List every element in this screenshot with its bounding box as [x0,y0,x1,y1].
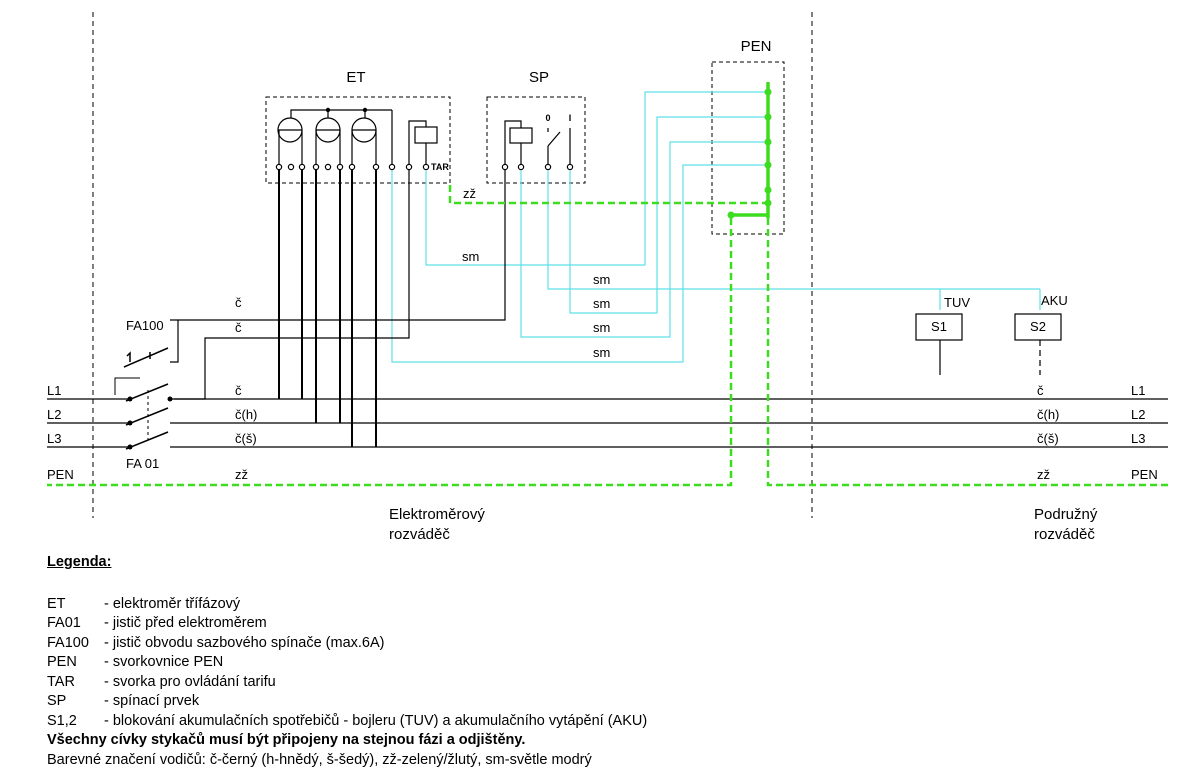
pen-terminal-dots [727,88,772,219]
legend-desc: - jistič před elektroměrem [104,615,267,631]
sm-label-5: sm [593,345,610,360]
legend-item: FA100 - jistič obvodu sazbového spínače … [47,634,1167,654]
legend-desc: - svorka pro ovládání tarifu [104,673,276,690]
legend-desc: - jistič obvodu sazbového spínače (max.6… [104,634,385,651]
sp-label: SP [529,69,549,86]
contactor-s2: S2 AKU [1014,293,1068,341]
legend-note-bold: Všechny cívky stykačů musí být připojeny… [47,732,526,748]
pen-terminal-block: PEN [711,38,785,235]
sp-on-label: I [569,113,572,123]
legend-abbr: S1,2 [47,712,77,729]
legend-abbr: PEN [47,654,77,670]
legend-item: S1,2 - blokování akumulačních spotřebičů… [47,712,1167,732]
legend-desc: - spínací prvek [104,693,200,709]
legend-abbr: FA100 [47,634,89,651]
c-l2-label: č(h) [235,407,257,422]
pen-block-label: PEN [741,38,772,55]
sm-label-1: sm [462,249,479,264]
legend-abbr: TAR [47,673,75,690]
fa01-breaker: FA 01 [114,377,169,471]
contactor-s1: S1 TUV [915,295,970,341]
r-c-l3-label: č(š) [1037,431,1059,446]
wire-labels: zž sm sm sm sm sm č č č č(h) č(š) zž č č… [235,186,1059,482]
c-l3-label: č(š) [235,431,257,446]
r-c-l2-label: č(h) [1037,407,1059,422]
legend-abbr: SP [47,693,67,709]
et-meter-block: ET [265,69,451,184]
zz-top-label: zž [463,186,476,201]
legend-desc: - elektroměr třífázový [104,595,241,612]
wiring-diagram: ET [47,12,1168,543]
panel-labels: Elektroměrový rozváděč Podružný rozváděč [389,506,1098,543]
right-l2-label: L2 [1131,407,1145,422]
legend-desc: - blokování akumulačních spotřebičů - bo… [104,712,648,729]
s1-label: S1 [931,319,947,334]
tuv-label: TUV [944,295,970,310]
legend-item: FA01 - jistič před elektroměrem [47,614,1167,634]
panel-boundaries [92,12,813,518]
legend-title: Legenda: [47,554,112,570]
legend-item: TAR - svorka pro ovládání tarifu [47,673,1167,693]
line-labels: L1 L2 L3 PEN L1 L2 L3 PEN [47,383,1158,482]
meter-panel-label-line2: rozváděč [389,526,450,543]
fa100-breaker: FA100 [123,318,169,368]
left-pen-label: PEN [47,467,74,482]
c-label-1: č [235,295,242,310]
right-l3-label: L3 [1131,431,1145,446]
sp-off-label: 0 [545,113,550,123]
r-c-l1-label: č [1037,383,1044,398]
legend-desc: - svorkovnice PEN [104,654,224,670]
legend-abbr: FA01 [47,615,81,631]
sm-label-4: sm [593,320,610,335]
et-label: ET [346,69,365,86]
black-wires [47,170,1168,448]
sub-panel-label-line2: rozváděč [1034,526,1095,543]
aku-label: AKU [1041,293,1068,308]
c-label-2: č [235,320,242,335]
sm-label-3: sm [593,296,610,311]
s2-label: S2 [1030,319,1046,334]
sm-label-2: sm [593,272,610,287]
right-l1-label: L1 [1131,383,1145,398]
fa100-label: FA100 [126,318,164,333]
meter-panel-label-line1: Elektroměrový [389,506,485,523]
tar-label: TAR [431,162,449,172]
left-l3-label: L3 [47,431,61,446]
sp-switch-block: SP 0 I [486,69,586,184]
left-l1-label: L1 [47,383,61,398]
r-zz-pen-label: zž [1037,467,1050,482]
legend-note-colors: Barevné značení vodičů: č-černý (h-hnědý… [47,751,592,768]
right-pen-label: PEN [1131,467,1158,482]
zz-pen-label: zž [235,467,248,482]
sub-panel-label-line1: Podružný [1034,506,1098,523]
legend-abbr: ET [47,595,66,612]
left-l2-label: L2 [47,407,61,422]
legend-item: ET - elektroměr třífázový [47,595,1167,615]
pe-wires [47,82,1168,487]
legend-item: PEN - svorkovnice PEN [47,653,1167,673]
sm-wires [391,91,1041,363]
c-l1-label: č [235,383,242,398]
legend-item: SP - spínací prvek [47,692,1167,712]
legend: Legenda: ET - elektroměr třífázový FA01 … [47,553,1167,770]
fa01-label: FA 01 [126,456,159,471]
